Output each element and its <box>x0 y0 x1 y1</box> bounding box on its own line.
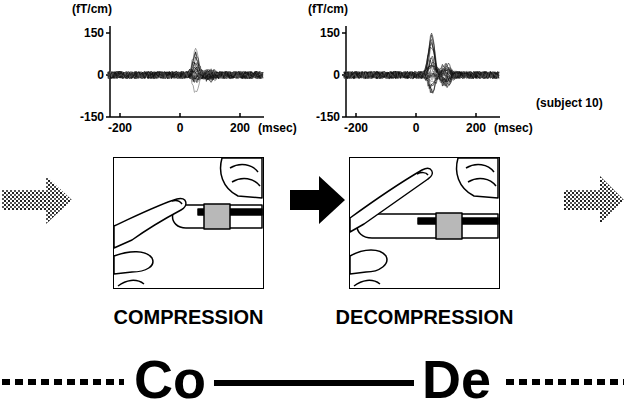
plot-axes <box>106 26 264 117</box>
axis-label: -150 <box>80 110 104 124</box>
meg-traces <box>344 33 499 93</box>
phase-text: Co <box>134 352 206 406</box>
axis-label: 200 <box>230 121 250 135</box>
axis-label: 150 <box>320 26 340 40</box>
flow-arrow <box>2 176 72 224</box>
box-caption: DECOMPRESSION <box>336 306 514 329</box>
axis-label: 200 <box>466 121 486 135</box>
flow-arrow <box>564 176 624 224</box>
axis-label: (msec) <box>494 121 533 135</box>
hand-figure <box>114 158 262 286</box>
timeline-line <box>214 383 414 384</box>
phase-text: De <box>422 352 491 406</box>
axis-label: (fT/cm) <box>72 2 112 16</box>
illustration-box: DECOMPRESSION <box>349 157 500 289</box>
axis-label: (msec) <box>258 121 297 135</box>
axis-label: 0 <box>413 121 420 135</box>
box-caption: COMPRESSION <box>113 306 263 329</box>
axis-label: 0 <box>177 121 184 135</box>
dotted-line <box>506 379 624 385</box>
axis-label: -150 <box>316 110 340 124</box>
axis-label: 0 <box>97 68 104 82</box>
axis-label: (fT/cm) <box>308 2 348 16</box>
block-arrow <box>290 176 345 224</box>
phase-label: De <box>418 350 495 408</box>
axis-label: -200 <box>108 121 132 135</box>
plot-axes <box>342 26 500 117</box>
axis-label: (subject 10) <box>536 96 603 110</box>
meg-traces <box>108 48 263 92</box>
hand-figure <box>350 158 498 286</box>
illustration-box: COMPRESSION <box>113 157 264 289</box>
axis-label: 150 <box>84 26 104 40</box>
axis-label: -200 <box>344 121 368 135</box>
phase-label: Co <box>130 350 210 408</box>
dotted-line <box>2 379 124 385</box>
axis-label: 0 <box>333 68 340 82</box>
